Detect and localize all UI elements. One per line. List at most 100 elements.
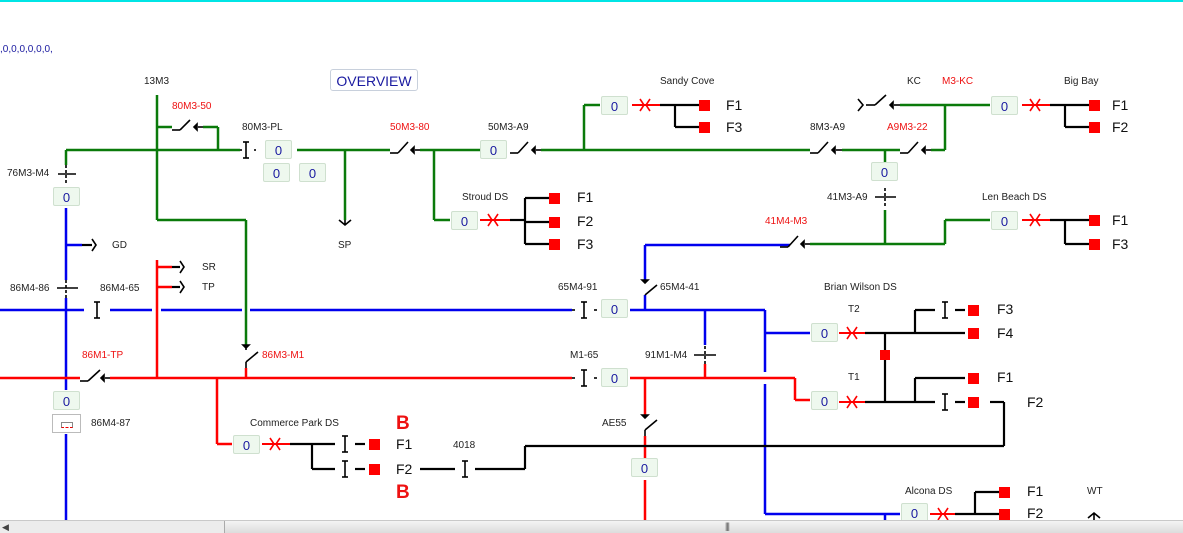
tie-switch-icon[interactable] [58,165,76,183]
breaker-icon [880,350,890,360]
breaker-icon [968,373,979,384]
value-bw-t1[interactable]: 0 [811,391,838,410]
breaker-icon [549,193,560,204]
meter-icon [61,422,73,428]
blade-switch-icon[interactable] [80,369,110,383]
disconnect-switch-icon[interactable] [942,301,948,319]
label-t1: T1 [848,372,860,383]
disconnect-switch-icon[interactable] [94,301,100,319]
value-m1-65[interactable]: 0 [601,368,628,387]
meter-86m4-87[interactable] [52,414,81,433]
feeder-len-f1: F1 [1112,212,1129,228]
feeder-stroud-f1: F1 [577,189,594,205]
breaker-icon [1089,215,1100,226]
blade-switch-icon[interactable] [510,141,541,155]
bypass-mark-top: B [396,413,410,434]
label-50m3-a9: 50M3-A9 [488,122,529,133]
label-tp: TP [202,282,215,293]
blade-switch-icon[interactable] [640,414,658,436]
blade-switch-icon[interactable] [780,235,810,249]
disconnect-switch-icon[interactable] [240,141,256,159]
scrollbar-thumb[interactable]: ||| [224,521,1183,533]
feeder-len-f3: F3 [1112,236,1129,252]
value-sandy-cove[interactable]: 0 [601,96,628,115]
disconnect-switch-icon[interactable] [462,460,468,478]
label-len-beach: Len Beach DS [982,192,1047,203]
value-commerce-park[interactable]: 0 [233,435,260,454]
label-m1-65: M1-65 [570,350,599,361]
green-bus [64,95,990,345]
value-86m4-87[interactable]: 0 [53,391,80,410]
label-4018: 4018 [453,440,476,451]
feeder-bw-f2: F2 [1027,394,1044,410]
blade-switch-icon[interactable] [857,94,900,112]
value-len-beach[interactable]: 0 [991,211,1018,230]
blade-switch-icon[interactable] [241,344,259,368]
load-arrow-icon [179,260,185,274]
feeder-bw-f1: F1 [997,369,1014,385]
load-arrow-icon [338,219,352,227]
scroll-left-icon[interactable]: ◀ [2,522,9,532]
feeder-stroud-f2: F2 [577,213,594,229]
blade-switch-icon[interactable] [172,119,203,132]
value-ae55[interactable]: 0 [631,458,658,477]
transformer-icon [846,395,858,409]
transformer-symbols [269,98,1041,520]
breaker-icon [369,464,380,475]
bypass-mark-bottom: B [396,482,410,503]
breaker-icon [1089,100,1100,111]
tie-switch-icon[interactable] [57,280,78,298]
overview-button[interactable]: OVERVIEW [330,69,418,91]
label-80m3-pl: 80M3-PL [242,122,283,133]
value-a9-junction[interactable]: 0 [871,162,898,181]
disconnect-switch-icon[interactable] [572,301,597,319]
blade-switch-icon[interactable] [900,141,931,155]
transformer-icon [639,98,651,112]
feeder-alcona-f1: F1 [1027,483,1044,499]
disconnect-switch-icon[interactable] [342,460,348,478]
blade-switch-icon[interactable] [390,141,420,155]
label-13m3: 13M3 [144,76,170,87]
breaker-icon [549,239,560,250]
label-wt: WT [1087,486,1103,497]
feeder-cp-f2: F2 [396,461,413,477]
value-big-bay[interactable]: 0 [991,96,1018,115]
label-91m1-m4: 91M1-M4 [645,350,688,361]
value-65m4-91[interactable]: 0 [601,299,628,318]
horizontal-scrollbar[interactable]: ◀ ||| [0,520,1183,533]
breaker-icon [549,217,560,228]
value-stroud[interactable]: 0 [451,211,478,230]
transformer-icon [487,213,499,227]
value-80m3-pl-a[interactable]: 0 [263,163,290,182]
load-arrow-icon [1087,511,1101,520]
label-86m4-65: 86M4-65 [100,283,140,294]
label-commerce-park: Commerce Park DS [250,418,339,429]
breaker-icon [968,397,979,408]
value-80m3-pl[interactable]: 0 [265,140,292,159]
feeder-bw-f4: F4 [997,325,1014,341]
disconnect-switch-icon[interactable] [342,435,348,453]
value-50m3-a9[interactable]: 0 [480,140,507,159]
blade-switch-icon[interactable] [640,279,658,296]
label-big-bay: Big Bay [1064,76,1099,87]
transformer-icon [846,326,858,340]
label-80m3-50: 80M3-50 [172,101,212,112]
breaker-icon [968,305,979,316]
value-76m3-m4[interactable]: 0 [53,187,80,206]
value-80m3-pl-b[interactable]: 0 [299,163,326,182]
value-bw-t2[interactable]: 0 [811,323,838,342]
feeder-bw-f3: F3 [997,301,1014,317]
transformer-icon [1029,98,1041,112]
blade-switch-icon[interactable] [810,141,842,155]
label-m3-kc: M3-KC [942,76,974,87]
tie-switch-icon[interactable] [875,188,896,206]
window-top-border [0,0,1183,2]
tie-switch-icon[interactable] [694,346,716,364]
disconnect-switch-icon[interactable] [572,369,597,387]
label-alcona: Alcona DS [905,486,953,497]
label-76m3-m4: 76M3-M4 [7,168,50,179]
disconnect-switch-icon[interactable] [942,393,948,411]
label-86m3-m1: 86M3-M1 [262,350,305,361]
grip-icon: ||| [725,521,730,531]
transformer-icon [937,507,949,520]
